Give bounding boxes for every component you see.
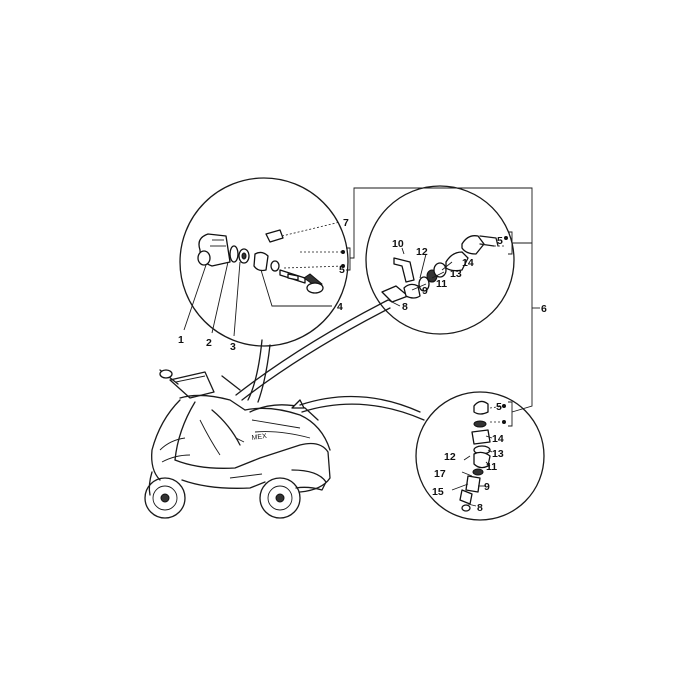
callout-12-top: 12 — [416, 246, 428, 258]
callout-1: 1 — [178, 334, 184, 346]
callout-5-bottom: 5 — [496, 401, 502, 413]
detail-circle-seat-lock — [365, 185, 515, 335]
callout-6: 6 — [541, 303, 547, 315]
callout-11-bottom: 11 — [486, 461, 497, 473]
scooter-badge: MEX — [251, 433, 267, 442]
callout-14-bottom: 14 — [492, 433, 504, 445]
callout-8-bottom: 8 — [477, 502, 483, 514]
callout-15: 15 — [432, 486, 444, 498]
callout-17: 17 — [434, 468, 446, 480]
callout-5-right: 5 — [497, 235, 503, 247]
callout-7: 7 — [343, 217, 349, 229]
assembly-bracket-6 — [350, 187, 540, 413]
callout-13-top: 13 — [450, 268, 462, 280]
leader-lines — [235, 299, 425, 421]
callout-4: 4 — [337, 301, 343, 313]
detail-circle-storage-lock — [415, 391, 545, 521]
callout-14-top: 14 — [462, 257, 474, 269]
detail-circle-ignition-lock — [179, 177, 351, 347]
callout-labels: 1 2 3 4 5 7 10 12 14 13 11 9 8 5 6 5 14 … — [178, 217, 547, 514]
callout-2: 2 — [206, 337, 212, 349]
callout-3: 3 — [230, 341, 236, 353]
callout-8-top: 8 — [402, 301, 408, 313]
scooter-illustration: MEX — [144, 369, 331, 519]
callout-10: 10 — [392, 238, 404, 250]
callout-9-top: 9 — [422, 285, 428, 297]
callout-5-left: 5 — [339, 264, 345, 276]
callout-13-bottom: 13 — [492, 448, 504, 460]
callout-11-top: 11 — [436, 278, 447, 290]
callout-12-bottom: 12 — [444, 451, 456, 463]
callout-9-bottom: 9 — [484, 481, 490, 493]
